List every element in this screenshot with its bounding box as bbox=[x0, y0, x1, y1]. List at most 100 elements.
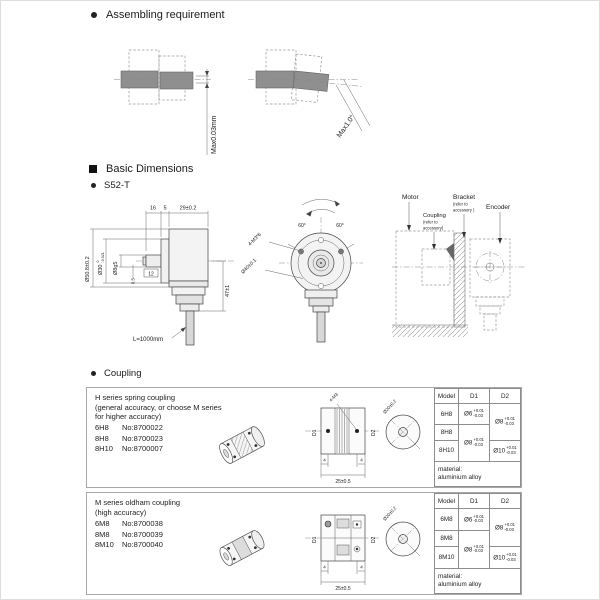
bore-d2-label: D2 bbox=[371, 429, 377, 436]
d2-cell: Ø8+0.01-0.03 bbox=[489, 403, 521, 441]
col-header-d2: D2 bbox=[489, 388, 521, 404]
m-series-desc-line2: (high accuracy) bbox=[95, 507, 147, 517]
encoder-label: Encoder bbox=[486, 204, 511, 211]
set-screw-label: 4-M3 bbox=[328, 392, 339, 403]
basic-dimensions-title: Basic Dimensions bbox=[106, 163, 194, 175]
model-cell: 6M8 bbox=[434, 508, 459, 531]
bracket-note-1: (refer to bbox=[453, 202, 468, 207]
col-header-d1: D1 bbox=[458, 493, 490, 509]
encoder-side-view: 16 5 29±0.2 Ø50.8±0.2 Ø30 0 -0.021 Ø8g5 bbox=[85, 206, 234, 346]
bullet-icon bbox=[91, 12, 97, 18]
model-header: S52-T bbox=[91, 180, 130, 191]
angle-right-label: 60° bbox=[336, 223, 344, 229]
model-label: S52-T bbox=[104, 180, 130, 191]
coupling-section-header: Coupling bbox=[91, 368, 142, 379]
square-bullet-icon bbox=[89, 165, 97, 173]
d1-cell: Ø6+0.01-0.03 bbox=[458, 508, 490, 531]
h-series-desc-line3: for higher accuracy) bbox=[95, 412, 162, 421]
h-series-spec-table: Model D1 D2 6H8 Ø6+0.01-0.03 Ø8+0.01-0.0… bbox=[434, 388, 521, 487]
dim-side-a: 4 bbox=[323, 565, 326, 570]
coupling-note-2: accessory) bbox=[423, 226, 444, 231]
svg-text:Ø30: Ø30 bbox=[98, 265, 104, 275]
model-cell: 8H10 bbox=[434, 439, 459, 463]
angular-tolerance-label: Max1.0° bbox=[335, 113, 356, 139]
bore-d1-label: D1 bbox=[312, 429, 318, 436]
outer-dia-label: Ø20±0.2 bbox=[382, 398, 398, 415]
bracket-note-2: accessory ) bbox=[453, 208, 475, 213]
d2-cell: Ø10+0.01-0.03 bbox=[489, 546, 521, 569]
coupling-label: Coupling bbox=[423, 213, 446, 219]
oldham-coupling-3d-icon bbox=[219, 530, 265, 566]
parallel-tolerance-label: Max0.03mm bbox=[211, 115, 218, 154]
mount-holes-label: 4-M3*6 bbox=[247, 232, 263, 248]
d2-cell: Ø8+0.01-0.03 bbox=[489, 507, 521, 548]
dim-5: 5 bbox=[163, 206, 166, 212]
angle-left-label: 60° bbox=[298, 223, 306, 229]
angular-misalignment-drawing: Max1.0° bbox=[248, 49, 371, 139]
dim-height: 47±1 bbox=[225, 285, 231, 297]
coupling-title: Coupling bbox=[104, 368, 142, 379]
m-series-dimension-drawing: D1 D2 4 4 25±0.5 Ø20±0.2 bbox=[305, 505, 421, 592]
dim-length: 25±0.5 bbox=[335, 479, 350, 485]
model-cell: 8H8 bbox=[434, 424, 459, 441]
bracket-label: Bracket bbox=[453, 194, 475, 201]
outer-dia-label: Ø20±0.2 bbox=[382, 505, 398, 522]
basic-dimensions-section-header: Basic Dimensions bbox=[89, 163, 193, 175]
m-series-spec-table: Model D1 D2 6M8 Ø6+0.01-0.03 Ø8+0.01-0.0… bbox=[434, 493, 521, 594]
bolt-circle-label: Ø40±0.1 bbox=[240, 257, 258, 275]
h-series-desc-line1: H series spring coupling bbox=[95, 393, 176, 402]
material-cell: material: aluminium alloy bbox=[434, 568, 521, 594]
h-series-dimension-drawing: D1 D2 4 4 25±0.5 4-M3 Ø20±0.2 bbox=[305, 392, 421, 485]
dim-body-dia: Ø50.8±0.2 bbox=[85, 256, 91, 282]
encoder-front-view: 60° 60° 4-M3*6 Ø40±0.1 bbox=[240, 199, 363, 343]
col-header-model: Model bbox=[434, 388, 459, 404]
bore-d2-label: D2 bbox=[371, 536, 377, 543]
flange-tol-bottom: -0.021 bbox=[101, 252, 105, 262]
assembling-section-header: Assembling requirement bbox=[91, 9, 225, 21]
dim-flange-dia: Ø30 0 -0.021 bbox=[96, 252, 105, 275]
col-header-model: Model bbox=[434, 493, 459, 509]
model-cell: 6H8 bbox=[434, 402, 459, 426]
bore-d1-label: D1 bbox=[312, 536, 318, 543]
h-series-desc-line2: (general accuracy, or choose M series bbox=[95, 402, 222, 412]
parallel-misalignment-drawing: Max0.03mm bbox=[114, 49, 218, 155]
dim-step: 0.5 bbox=[131, 278, 136, 284]
basic-dimensions-drawing: 16 5 29±0.2 Ø50.8±0.2 Ø30 0 -0.021 Ø8g5 bbox=[85, 194, 526, 346]
h-series-coupling-panel: H series spring coupling (general accura… bbox=[86, 387, 522, 488]
d1-cell: Ø8+0.01-0.03 bbox=[458, 529, 490, 570]
assembly-tolerance-diagram: Max0.03mm Max1.0° bbox=[114, 49, 371, 155]
col-header-d2: D2 bbox=[489, 493, 521, 509]
dim-side-b: 4 bbox=[360, 565, 363, 570]
bullet-icon bbox=[91, 371, 96, 376]
h-series-description: H series spring coupling (general accura… bbox=[95, 393, 222, 422]
col-header-d1: D1 bbox=[458, 388, 490, 404]
model-cell: 8M10 bbox=[434, 546, 459, 569]
dim-side-a: 4 bbox=[323, 458, 326, 463]
cable-length-label: L=1000mm bbox=[133, 337, 163, 343]
material-cell: material: aluminium alloy bbox=[434, 461, 521, 487]
coupling-note-1: (refer to bbox=[423, 220, 438, 225]
assembling-title: Assembling requirement bbox=[106, 9, 225, 21]
dim-shaft-dia: Ø8g5 bbox=[113, 262, 119, 275]
dim-16: 16 bbox=[150, 206, 156, 212]
installation-diagram: Motor Coupling (refer to accessory) Brac… bbox=[392, 194, 526, 337]
d1-cell: Ø6+0.01-0.03 bbox=[458, 402, 490, 426]
dim-key-length: 12 bbox=[148, 271, 154, 277]
m-series-coupling-panel: M series oldham coupling (high accuracy)… bbox=[86, 492, 522, 595]
dim-length: 25±0.5 bbox=[335, 586, 350, 592]
d1-cell: Ø8+0.01-0.03 bbox=[458, 424, 490, 462]
flange-tol-top: 0 bbox=[96, 261, 100, 263]
model-cell: 8M8 bbox=[434, 529, 459, 548]
dim-side-b: 4 bbox=[360, 458, 363, 463]
m-series-description: M series oldham coupling (high accuracy) bbox=[95, 498, 180, 517]
bullet-icon bbox=[91, 183, 96, 188]
